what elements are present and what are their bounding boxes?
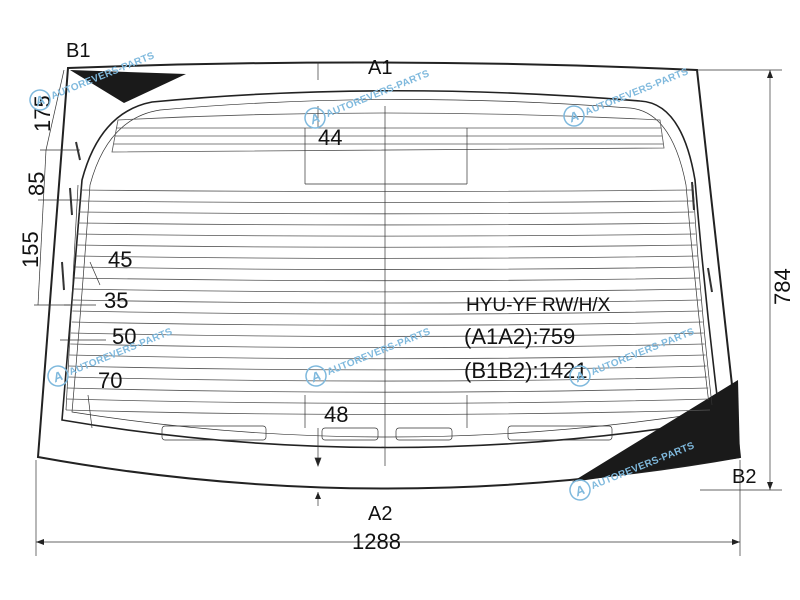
svg-text:AUTOREVERS-PARTS: AUTOREVERS-PARTS xyxy=(584,66,691,118)
grid-line xyxy=(71,321,703,326)
top-grid-lines xyxy=(114,127,663,145)
grid-line xyxy=(70,332,704,337)
inner-dim-50: 50 xyxy=(112,324,136,349)
inner-dim-45: 45 xyxy=(108,247,132,272)
main-grid-lines xyxy=(65,189,711,415)
grid-line xyxy=(79,200,693,204)
grid-line xyxy=(76,244,697,248)
grid-line xyxy=(70,343,705,348)
bottom-connectors xyxy=(161,425,613,441)
width-arrow-right xyxy=(732,539,740,545)
grid-line xyxy=(66,398,710,404)
width-dim-label: 1288 xyxy=(352,529,401,554)
point-a1-label: A1 xyxy=(368,57,392,79)
grid-line xyxy=(68,365,707,371)
left-dim-guides xyxy=(34,69,80,306)
grid-line xyxy=(79,189,693,192)
grid-line xyxy=(77,233,696,237)
grid-line xyxy=(72,299,702,304)
inner-dim-35: 35 xyxy=(104,288,128,313)
point-b2-label: B2 xyxy=(732,466,756,488)
b1b2-measurement: (B1B2):1421 xyxy=(464,358,588,383)
grid-line xyxy=(67,387,709,393)
width-arrow-left xyxy=(36,539,44,545)
blackout-top-left xyxy=(70,70,186,103)
svg-text:A: A xyxy=(308,368,323,386)
blackout-bottom-right xyxy=(572,380,740,482)
top-grid-outline xyxy=(111,112,665,153)
inner-dim-guides xyxy=(60,106,322,467)
bus-bar-right xyxy=(692,184,713,406)
inner-dim-48: 48 xyxy=(324,402,348,427)
grid-line xyxy=(74,277,700,282)
inner-dim-70: 70 xyxy=(98,368,122,393)
grid-line xyxy=(75,266,699,270)
grid-line xyxy=(72,310,702,315)
height-arrow-top xyxy=(767,70,773,78)
terminal-connectors xyxy=(61,141,713,293)
inner-dim-44: 44 xyxy=(318,125,342,150)
svg-text:A: A xyxy=(566,108,581,126)
point-a2-label: A2 xyxy=(368,503,392,525)
left-dim-85: 85 xyxy=(24,172,49,196)
svg-text:A: A xyxy=(50,368,65,386)
model-code: HYU-YF RW/H/X xyxy=(466,295,611,316)
grid-line xyxy=(78,211,694,215)
left-dim-175: 175 xyxy=(30,95,55,132)
a2-arrow xyxy=(315,492,321,499)
bus-bar-left xyxy=(65,184,79,411)
grid-line xyxy=(65,409,711,415)
point-b1-label: B1 xyxy=(66,40,90,62)
watermark-5: A AUTOREVERS-PARTS xyxy=(305,326,432,387)
height-dim-label: 784 xyxy=(770,268,795,305)
grid-line xyxy=(75,255,698,259)
left-dim-155: 155 xyxy=(18,231,43,268)
glass-outer-outline xyxy=(36,61,742,490)
grid-line xyxy=(73,288,701,293)
a1a2-measurement: (A1A2):759 xyxy=(464,324,575,349)
grid-line xyxy=(68,376,708,382)
height-arrow-bottom xyxy=(767,482,773,490)
grid-line xyxy=(77,222,695,226)
grid-line xyxy=(69,354,706,360)
svg-text:A: A xyxy=(572,482,587,500)
